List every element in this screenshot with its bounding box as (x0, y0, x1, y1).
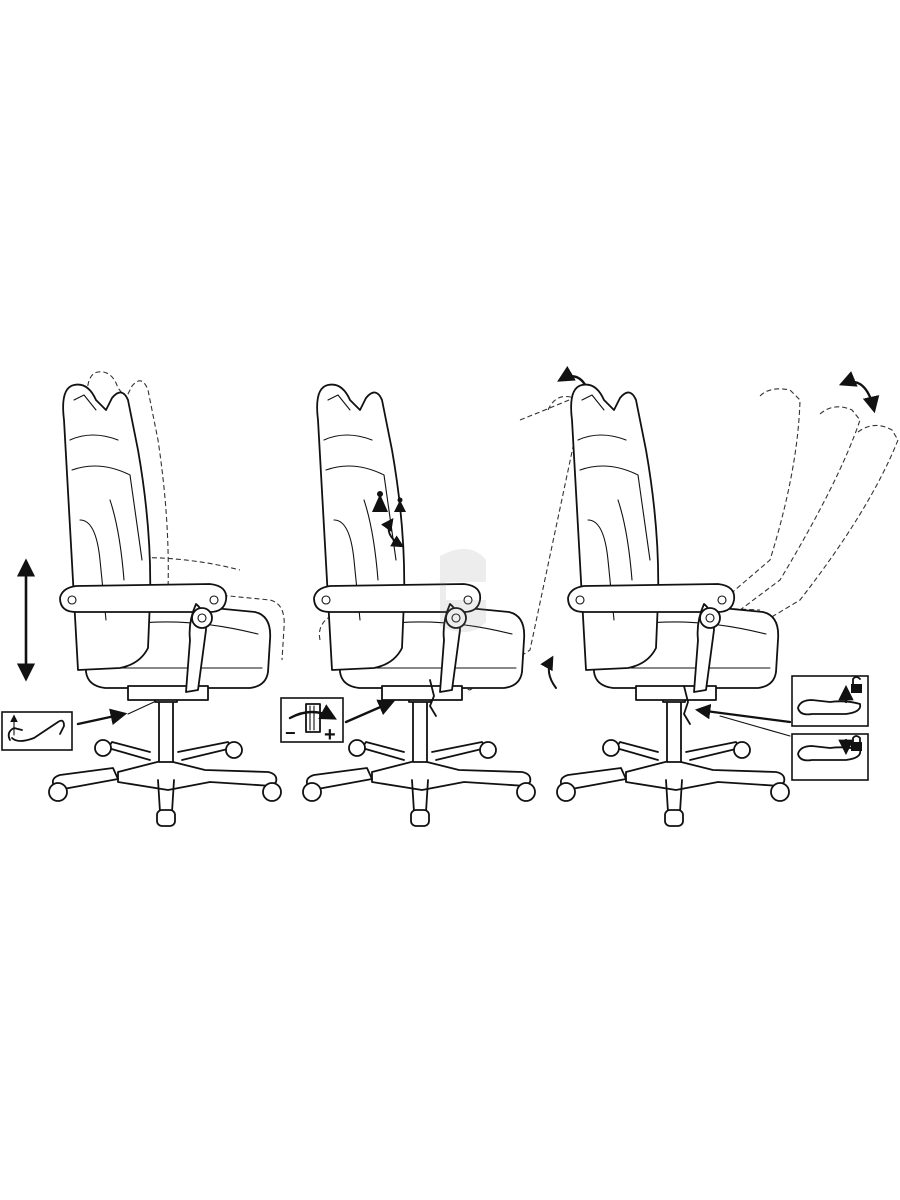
pointer-arrow-icon (76, 708, 128, 726)
recline-outline-1 (699, 388, 801, 621)
curved-arrow-icon (381, 517, 405, 548)
tilted-outline (329, 395, 581, 691)
raised-outline (86, 371, 285, 661)
minus-icon: − (285, 723, 296, 743)
recline-outline-2 (699, 406, 861, 641)
plus-icon: + (324, 724, 336, 746)
gas-lift-lever-icon (1, 711, 73, 751)
unlock-icon (791, 675, 869, 727)
pointer-arrow-icon (344, 699, 396, 724)
weight-icon (372, 491, 406, 512)
tension-knob-icon: − + (280, 697, 344, 746)
panel-seat-height (1, 371, 285, 827)
lock-icon (791, 733, 869, 781)
panel-tilt-tension: − + (280, 365, 598, 827)
pointer-arrow-icon (694, 703, 792, 724)
panel-backrest-recline (556, 371, 899, 827)
curved-arrow-icon (540, 655, 557, 689)
watermark-logo (440, 548, 486, 633)
curved-arrow-icon (838, 371, 880, 414)
recline-outline-3 (699, 424, 899, 661)
